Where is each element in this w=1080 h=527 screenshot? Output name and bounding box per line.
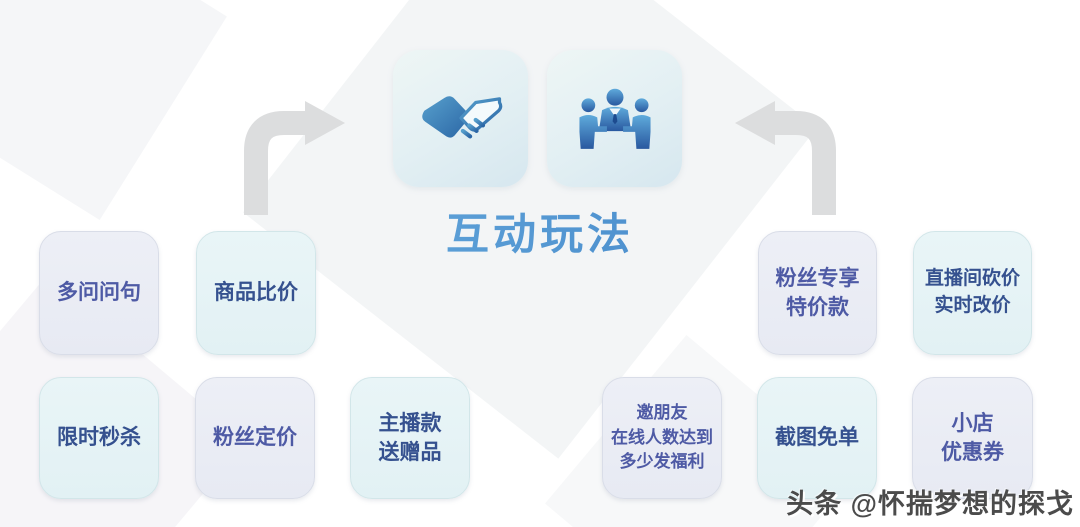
- card-label: 邀朋友 在线人数达到 多少发福利: [611, 403, 713, 472]
- page-title: 互动玩法: [0, 200, 1080, 262]
- card-label: 粉丝专享 特价款: [775, 266, 860, 319]
- handshake-icon: [421, 95, 502, 138]
- card-label: 直播间砍价 实时改价: [924, 268, 1020, 316]
- card-label: 截图免单: [775, 426, 859, 450]
- background-shape: [0, 0, 227, 221]
- card-fen-si-zhuan-xiang: 粉丝专享 特价款: [758, 231, 877, 355]
- card-label: 粉丝定价: [213, 426, 297, 450]
- watermark: 头条 @怀揣梦想的探戈: [786, 489, 1074, 519]
- card-shang-pin-bi-jia: 商品比价: [196, 231, 316, 355]
- card-zhi-bo-jian-kan-jia: 直播间砍价 实时改价: [913, 231, 1032, 355]
- curved-arrow-left-icon: [735, 101, 836, 215]
- card-zhu-bo-kuan-song-zeng-pin: 主播款 送赠品: [350, 377, 470, 499]
- people-tile: [547, 50, 682, 187]
- handshake-tile: [393, 50, 528, 187]
- card-xiao-dian-you-hui-quan: 小店 优惠券: [912, 377, 1033, 499]
- card-label: 限时秒杀: [57, 426, 141, 450]
- card-duo-wen-wen-ju: 多问问句: [39, 231, 159, 355]
- card-label: 主播款 送赠品: [378, 411, 442, 464]
- card-xian-shi-miao-sha: 限时秒杀: [39, 377, 159, 499]
- card-label: 小店 优惠券: [941, 411, 1004, 464]
- card-fen-si-ding-jia: 粉丝定价: [195, 377, 315, 499]
- card-jie-tu-mian-dan: 截图免单: [757, 377, 877, 499]
- card-label: 多问问句: [57, 281, 141, 305]
- card-label: 商品比价: [214, 281, 298, 305]
- card-yao-peng-you-fa-fu-li: 邀朋友 在线人数达到 多少发福利: [602, 377, 722, 499]
- curved-arrow-right-icon: [244, 101, 345, 215]
- people-group-icon: [578, 88, 651, 149]
